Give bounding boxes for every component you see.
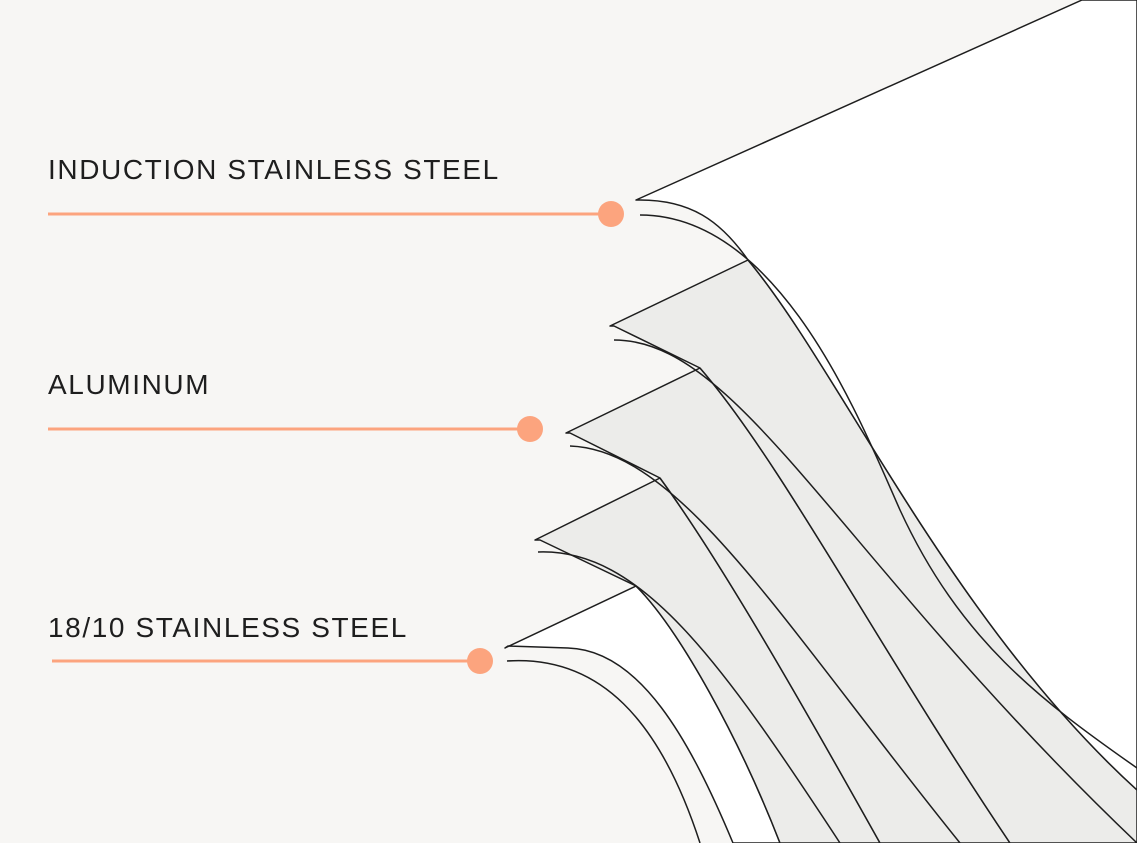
layer-aluminum-upper-inner [569,445,961,843]
label-18-10-stainless-steel: 18/10 STAINLESS STEEL [48,612,408,643]
callout-aluminum [48,416,543,442]
callout-induction [48,201,624,227]
layer-steel-bottom-inner [506,659,701,843]
callout-dot [467,648,493,674]
label-aluminum: ALUMINUM [48,369,211,400]
layer-aluminum-lower-inner [537,551,841,843]
label-induction-stainless-steel: INDUCTION STAINLESS STEEL [48,154,500,185]
callout-dot [517,416,543,442]
layer-aluminum-top-inner [613,339,1137,843]
callout-dot [598,201,624,227]
layer-steel-top-inner [639,214,1137,769]
callout-stainless [52,648,493,674]
